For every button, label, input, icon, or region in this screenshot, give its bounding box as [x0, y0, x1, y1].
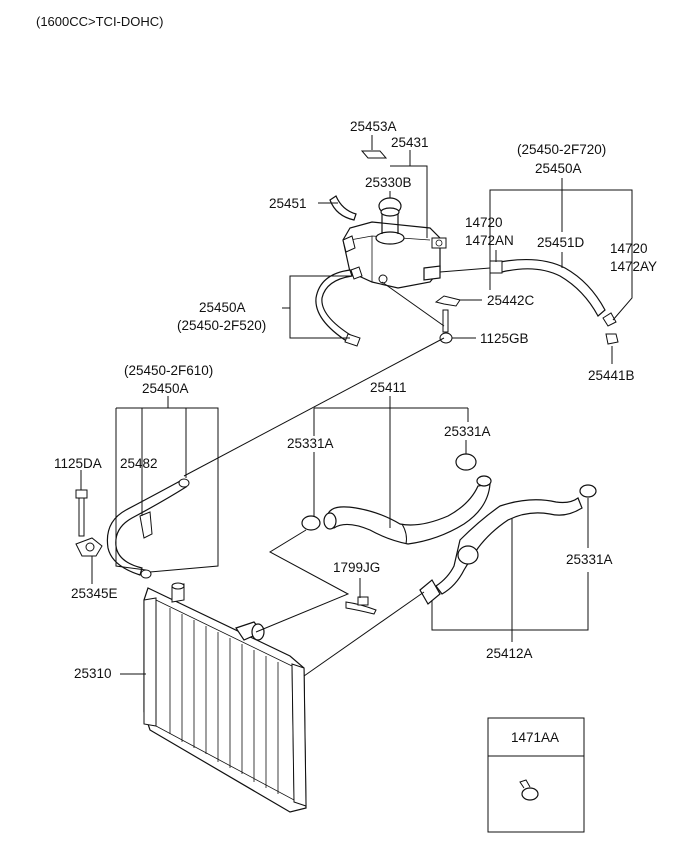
label-25441B: 25441B: [588, 368, 635, 383]
label-1471AA: 1471AA: [511, 730, 559, 745]
label-25450A-mid: 25450A: [199, 300, 246, 315]
label-25450-2F520: (25450-2F520): [177, 318, 266, 333]
label-25451: 25451: [269, 196, 307, 211]
reservoir-tank-drawing: [329, 150, 447, 289]
label-25310: 25310: [74, 666, 112, 681]
label-25450-2F610: (25450-2F610): [124, 363, 213, 378]
label-14720-b: 14720: [610, 241, 648, 256]
label-25482: 25482: [120, 456, 158, 471]
radiator-drawing: [143, 582, 307, 813]
label-25411: 25411: [370, 380, 407, 395]
inset-box: [487, 717, 585, 833]
label-25412A: 25412A: [486, 646, 533, 661]
label-25331A-left: 25331A: [287, 436, 334, 451]
lower-radiator-hose-drawing: [419, 484, 597, 605]
label-25431: 25431: [391, 135, 429, 150]
label-25453A: 25453A: [350, 119, 397, 134]
cable-tie-drawing: [345, 596, 377, 615]
part-labels: 25453A 25431 25330B 25451 (25450-2F720) …: [54, 119, 657, 745]
label-25451D: 25451D: [537, 235, 585, 250]
label-14720-a: 14720: [465, 215, 503, 230]
label-1472AY: 1472AY: [610, 259, 657, 274]
label-1125DA: 1125DA: [54, 456, 102, 471]
reservoir-hose-drawing: [315, 269, 361, 347]
label-25450A-top: 25450A: [535, 161, 582, 176]
label-25442C: 25442C: [487, 293, 535, 308]
diagram-title: (1600CC>TCI-DOHC): [36, 14, 164, 29]
label-25450-2F720: (25450-2F720): [517, 142, 606, 157]
bracket-bolt-drawing: [434, 295, 461, 344]
label-1125GB: 1125GB: [480, 331, 529, 346]
bypass-hose-drawing: [75, 478, 190, 579]
label-1799JG: 1799JG: [333, 560, 380, 575]
label-1472AN: 1472AN: [465, 233, 514, 248]
label-25331A-right: 25331A: [566, 552, 613, 567]
label-25330B: 25330B: [365, 175, 412, 190]
label-25450A-left: 25450A: [142, 381, 189, 396]
label-25331A-upper: 25331A: [444, 424, 491, 439]
label-25345E: 25345E: [71, 586, 118, 601]
leader-lines: [80, 135, 633, 677]
overflow-hose-drawing: [439, 258, 619, 345]
upper-radiator-hose-drawing: [301, 453, 492, 545]
